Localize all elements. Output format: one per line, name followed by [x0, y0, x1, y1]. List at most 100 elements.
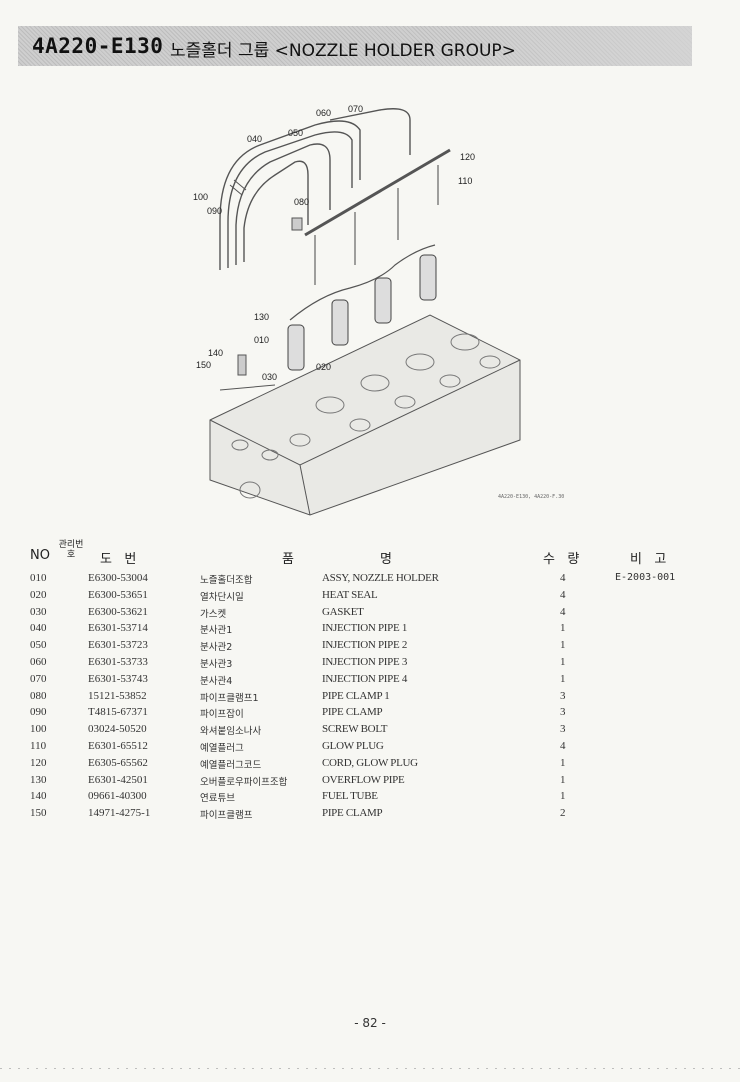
- table-row: 010 E6300-53004 노즐홀더조합 ASSY, NOZZLE HOLDER 4…: [0, 572, 740, 589]
- row-note: E-2003-001: [615, 572, 676, 583]
- row-name-ko: 연료튜브: [200, 793, 235, 805]
- row-name-ko: 열차단시일: [200, 591, 244, 603]
- table-row: 020 E6300-53651 열차단시일 HEAT SEAL 4: [0, 589, 740, 606]
- row-part-number: E6301-53714: [88, 622, 148, 635]
- row-qty: 1: [560, 773, 566, 786]
- row-no: 020: [30, 588, 47, 601]
- row-qty: 4: [560, 739, 566, 752]
- header-part-name-2: 명: [380, 552, 392, 567]
- callout-130: 130: [254, 312, 270, 322]
- row-no: 100: [30, 723, 47, 736]
- group-title: 노즐홀더 그룹 <NOZZLE HOLDER GROUP>: [170, 41, 516, 61]
- row-no: 110: [30, 739, 47, 752]
- callout-070: 070: [348, 104, 364, 114]
- row-qty: 4: [560, 605, 566, 618]
- row-name-en: GASKET: [322, 605, 364, 618]
- nozzle-holder-diagram: [209, 108, 521, 516]
- row-part-number: E6301-53743: [88, 672, 148, 685]
- row-name-en: INJECTION PIPE 1: [322, 622, 408, 635]
- row-name-en: GLOW PLUG: [322, 739, 384, 752]
- callout-030: 030: [262, 372, 278, 382]
- header-quantity: 수 량: [543, 552, 580, 567]
- page-number: - 82 -: [354, 1016, 386, 1030]
- row-part-number: E6300-53004: [88, 572, 148, 584]
- table-row: 050 E6301-53723 분사관2 INJECTION PIPE 2 1: [0, 639, 740, 656]
- row-name-en: PIPE CLAMP: [322, 807, 383, 820]
- row-name-en: INJECTION PIPE 4: [322, 672, 408, 685]
- row-name-ko: 와셔붙임소나사: [200, 726, 262, 738]
- row-name-ko: 분사관3: [200, 658, 233, 670]
- row-part-number: E6300-53621: [88, 605, 148, 618]
- row-no: 130: [30, 773, 47, 786]
- scan-artifact-line: [0, 1068, 740, 1069]
- row-name-en: FUEL TUBE: [322, 790, 378, 803]
- row-no: 080: [30, 689, 47, 702]
- callout-120: 120: [460, 152, 476, 162]
- callout-010: 010: [254, 335, 270, 345]
- header-no: NO: [30, 548, 50, 563]
- row-name-ko: 가스켓: [200, 608, 227, 620]
- row-no: 010: [30, 572, 47, 584]
- row-part-number: 14971-4275-1: [88, 807, 151, 820]
- row-no: 030: [30, 605, 47, 618]
- row-name-ko: 파이프잡이: [200, 709, 244, 721]
- row-qty: 4: [560, 572, 566, 584]
- callout-020: 020: [316, 362, 332, 372]
- row-name-en: INJECTION PIPE 2: [322, 639, 408, 652]
- row-part-number: E6301-53733: [88, 655, 148, 668]
- row-name-en: PIPE CLAMP: [322, 706, 383, 719]
- row-name-en: INJECTION PIPE 3: [322, 655, 408, 668]
- row-name-ko: 예열플러그: [200, 742, 244, 754]
- callout-050: 050: [288, 128, 304, 138]
- header-management-number: 관리번호: [58, 540, 84, 560]
- row-part-number: E6301-53723: [88, 639, 148, 652]
- row-qty: 3: [560, 706, 566, 719]
- callout-110: 110: [458, 176, 473, 186]
- row-qty: 4: [560, 588, 566, 601]
- table-row: 030 E6300-53621 가스켓 GASKET 4: [0, 606, 740, 623]
- row-no: 050: [30, 639, 47, 652]
- row-name-ko: 예열플러그코드: [200, 759, 262, 771]
- header-bar: [18, 26, 692, 66]
- row-name-ko: 파이프클램프1: [200, 692, 259, 704]
- row-qty: 3: [560, 723, 566, 736]
- row-no: 150: [30, 807, 47, 820]
- row-no: 090: [30, 706, 47, 719]
- row-name-en: CORD, GLOW PLUG: [322, 756, 418, 769]
- table-row: 060 E6301-53733 분사관3 INJECTION PIPE 3 1: [0, 656, 740, 673]
- row-name-en: ASSY, NOZZLE HOLDER: [322, 572, 439, 584]
- row-name-en: HEAT SEAL: [322, 588, 378, 601]
- callout-080: 080: [294, 197, 310, 207]
- group-code: 4A220-E130: [32, 34, 164, 58]
- row-name-ko: 오버플로우파이프조합: [200, 776, 288, 788]
- row-part-number: E6300-53651: [88, 588, 148, 601]
- callout-040: 040: [247, 134, 263, 144]
- row-qty: 1: [560, 790, 566, 803]
- callout-060: 060: [316, 108, 332, 118]
- row-part-number: E6301-42501: [88, 773, 148, 786]
- row-name-ko: 파이프클램프: [200, 810, 253, 822]
- row-qty: 1: [560, 655, 566, 668]
- callout-100: 100: [193, 192, 209, 202]
- row-name-en: OVERFLOW PIPE: [322, 773, 405, 786]
- row-qty: 1: [560, 639, 566, 652]
- row-name-ko: 노즐홀더조합: [200, 575, 253, 586]
- row-part-number: E6301-65512: [88, 739, 148, 752]
- row-no: 060: [30, 655, 47, 668]
- row-part-number: 15121-53852: [88, 689, 147, 702]
- header-note: 비 고: [630, 552, 667, 567]
- header-drawing-number: 도 번: [100, 552, 137, 567]
- row-part-number: 09661-40300: [88, 790, 147, 803]
- row-name-ko: 분사관2: [200, 642, 233, 654]
- row-no: 140: [30, 790, 47, 803]
- row-no: 120: [30, 756, 47, 769]
- table-row: 140 09661-40300 연료튜브 FUEL TUBE 1: [0, 790, 740, 807]
- row-qty: 1: [560, 756, 566, 769]
- callout-090: 090: [207, 206, 223, 216]
